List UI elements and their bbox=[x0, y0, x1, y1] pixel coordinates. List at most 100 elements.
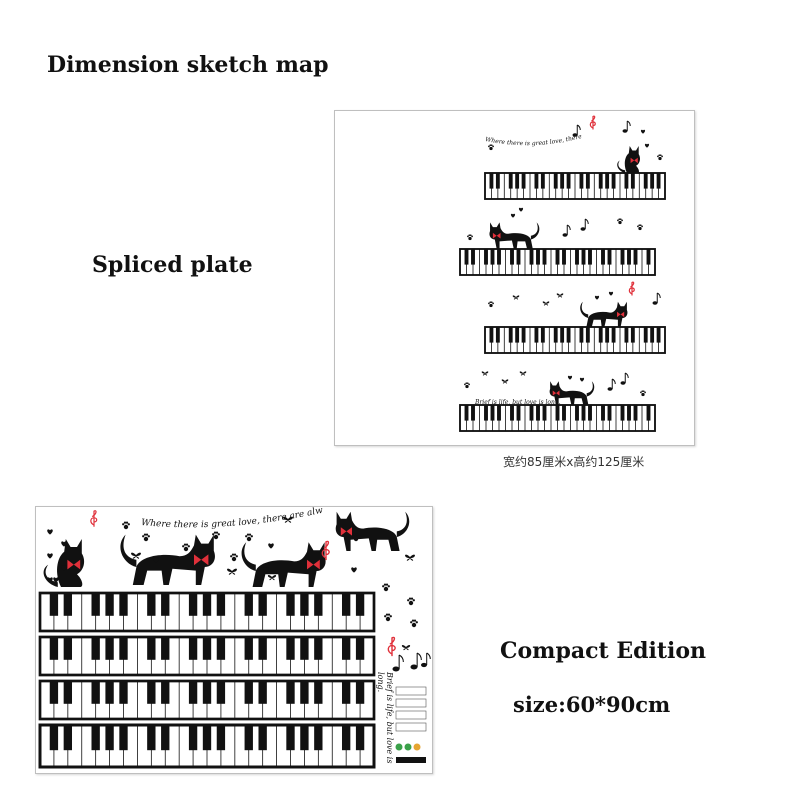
heart-icon bbox=[579, 377, 585, 382]
heart-icon bbox=[61, 565, 67, 571]
black-key bbox=[562, 405, 566, 421]
note-head bbox=[620, 381, 626, 385]
paw-pad bbox=[213, 534, 219, 540]
paw-pad bbox=[468, 234, 471, 237]
black-key bbox=[656, 173, 661, 189]
cat-silhouette bbox=[43, 539, 85, 587]
red-bow bbox=[617, 311, 625, 318]
paw-pad bbox=[387, 585, 390, 588]
black-key bbox=[536, 249, 540, 265]
butterfly-icon bbox=[512, 295, 520, 300]
paw-pad bbox=[408, 597, 412, 600]
love-quote-text: Where there is great love, there are alw… bbox=[36, 507, 324, 530]
paw-pad bbox=[488, 145, 490, 148]
red-bow bbox=[630, 157, 638, 164]
black-key bbox=[341, 637, 351, 660]
black-key bbox=[633, 249, 638, 265]
paw-pad bbox=[384, 615, 387, 618]
heart-icon bbox=[153, 557, 159, 563]
black-key bbox=[244, 637, 253, 660]
paw-pad bbox=[407, 599, 410, 602]
black-key bbox=[601, 249, 605, 265]
paw-print-icon bbox=[382, 583, 390, 592]
black-cat bbox=[120, 534, 215, 585]
note-flag bbox=[627, 120, 631, 127]
paw-print-icon bbox=[142, 533, 150, 542]
paw-pad bbox=[410, 621, 413, 624]
paw-pad bbox=[618, 218, 621, 221]
black-key bbox=[650, 327, 655, 343]
paw-pad bbox=[127, 523, 130, 526]
note-head bbox=[392, 666, 400, 672]
red-bow bbox=[194, 554, 209, 566]
note-flag bbox=[612, 378, 616, 385]
black-key bbox=[627, 249, 631, 265]
black-key bbox=[575, 249, 579, 265]
black-key bbox=[63, 637, 73, 660]
black-key bbox=[555, 405, 560, 421]
paw-print-icon bbox=[467, 234, 473, 241]
black-key bbox=[497, 405, 501, 421]
black-key bbox=[510, 405, 514, 421]
black-key bbox=[534, 327, 539, 343]
black-key bbox=[286, 725, 295, 751]
treble-clef-icon bbox=[321, 540, 330, 561]
paw-pad bbox=[245, 535, 248, 538]
black-key bbox=[119, 725, 128, 751]
brief-quote-text: Brief is life, but love is long. bbox=[474, 399, 561, 406]
heart-icon bbox=[351, 567, 357, 573]
paw-print-icon bbox=[410, 619, 418, 628]
black-key bbox=[555, 249, 560, 265]
barcode-icon bbox=[396, 757, 426, 763]
paw-pad bbox=[468, 236, 472, 241]
paw-pad bbox=[619, 218, 622, 221]
music-note-icon bbox=[607, 378, 616, 391]
black-key bbox=[63, 681, 73, 704]
paw-print-icon bbox=[488, 144, 494, 151]
piano-keyboard bbox=[38, 635, 376, 677]
paw-pad bbox=[383, 586, 389, 592]
black-cat bbox=[580, 301, 628, 327]
paw-pad bbox=[617, 219, 619, 222]
black-key bbox=[607, 405, 612, 421]
black-key bbox=[650, 173, 655, 189]
black-key bbox=[314, 681, 323, 704]
paw-pad bbox=[489, 144, 492, 147]
paw-pad bbox=[657, 155, 659, 158]
black-key bbox=[147, 681, 156, 704]
paw-pad bbox=[389, 615, 392, 618]
black-key bbox=[489, 173, 494, 189]
paw-pad bbox=[465, 384, 469, 389]
paw-pad bbox=[658, 156, 662, 161]
paw-pad bbox=[488, 302, 490, 305]
note-head bbox=[410, 664, 418, 670]
black-key bbox=[300, 593, 309, 616]
butterfly-icon bbox=[131, 552, 141, 559]
black-key bbox=[579, 173, 584, 189]
spliced-plate-image: Where there is great love, there are alw… bbox=[334, 110, 695, 446]
black-key bbox=[516, 405, 521, 421]
black-key bbox=[216, 725, 226, 751]
paw-print-icon bbox=[640, 390, 646, 397]
paw-pad bbox=[233, 553, 237, 556]
black-key bbox=[49, 637, 59, 660]
black-key bbox=[605, 173, 610, 189]
black-key bbox=[300, 637, 309, 660]
treble-clef-icon bbox=[90, 510, 98, 527]
paw-print-icon bbox=[122, 521, 130, 530]
black-key bbox=[646, 405, 651, 421]
black-key bbox=[105, 681, 114, 704]
black-key bbox=[105, 637, 114, 660]
black-key bbox=[341, 681, 351, 704]
black-key bbox=[521, 327, 526, 343]
black-key bbox=[588, 249, 592, 265]
paw-print-icon bbox=[617, 218, 623, 225]
piano-keyboard bbox=[484, 172, 666, 200]
cat-silhouette bbox=[120, 534, 215, 585]
black-key bbox=[188, 593, 198, 616]
black-key bbox=[286, 637, 295, 660]
black-key bbox=[581, 249, 586, 265]
paw-pad bbox=[355, 533, 359, 536]
paw-pad bbox=[640, 391, 642, 394]
instruction-thumbnail bbox=[395, 698, 427, 708]
